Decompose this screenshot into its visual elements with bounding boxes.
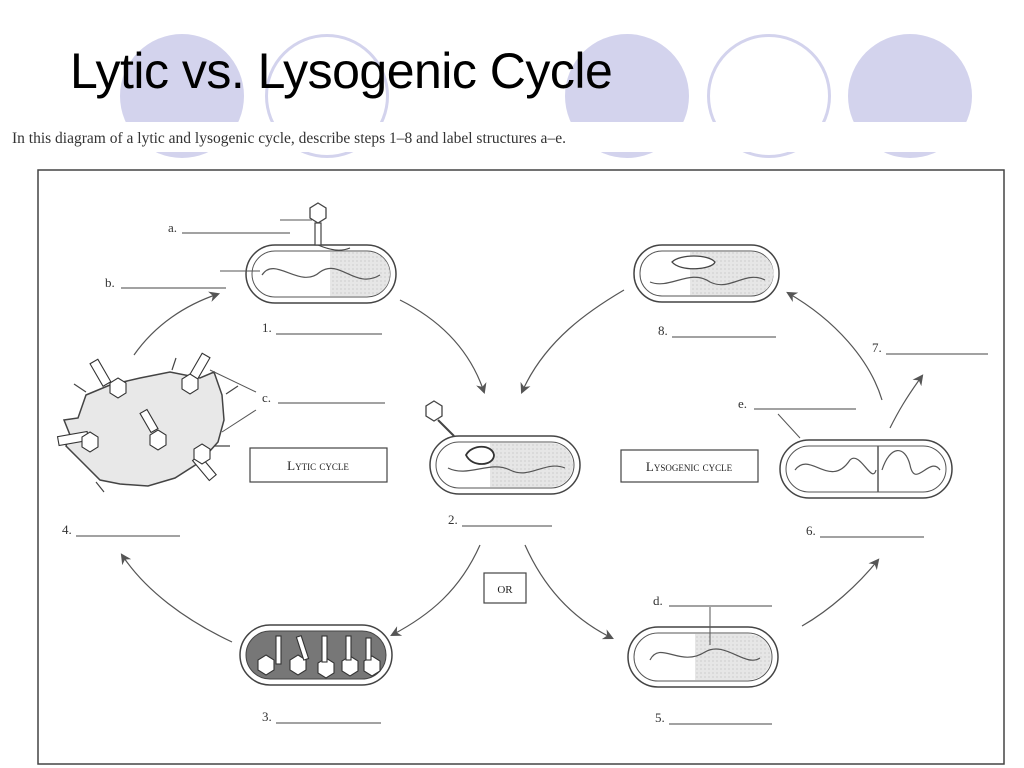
pointer-lines [209,270,801,439]
arrow-2-to-3 [390,544,481,637]
arrow-2-to-5 [524,544,614,640]
label-step-8: 8. [658,323,668,338]
label-step-5: 5. [655,710,665,725]
lysogenic-cycle-box [620,449,759,483]
cell-step-1 [245,202,397,304]
cell-step-5 [627,607,779,688]
label-e: e. [738,396,747,411]
label-step-4: 4. [62,522,72,537]
or-label: OR [497,584,513,596]
bacteriophage-icon [425,400,443,422]
cell-step-8 [633,244,780,303]
cell-step-3 [239,624,393,686]
label-c: c. [262,390,271,405]
arrow-7-to-8 [786,291,883,401]
slide-title: Lytic vs. Lysogenic Cycle [70,43,613,99]
cell-step-6 [779,439,953,499]
arrow-6-to-7 [889,374,924,429]
label-step-2: 2. [448,512,458,527]
label-step-3: 3. [262,709,272,724]
label-step-6: 6. [806,523,816,538]
label-step-7: 7. [872,340,882,355]
arrow-5-to-6 [801,558,880,627]
header-ring-4 [707,34,831,158]
arrow-3-to-4 [120,553,233,643]
label-b: b. [105,275,115,290]
instructions-text: In this diagram of a lytic and lysogenic… [12,130,566,147]
arrow-8-to-2 [520,289,625,394]
arrow-1-to-2 [399,299,487,395]
arrow-4-to-1 [133,291,221,356]
lytic-cycle-label: Lytic cycle [287,458,349,473]
label-a: a. [168,220,177,235]
diagram-frame [37,169,1005,765]
lytic-cycle-box [249,447,388,483]
label-d: d. [653,593,663,608]
label-step-1: 1. [262,320,272,335]
cell-step-4-lysed [56,352,239,493]
cycle-arrows [120,289,924,643]
lysogenic-cycle-label: Lysogenic cycle [646,459,733,474]
header-ring-2 [265,34,389,158]
bacteriophage-icon [309,202,327,224]
cell-step-2 [425,400,581,495]
or-box [483,572,527,604]
header-mask [0,122,1024,152]
